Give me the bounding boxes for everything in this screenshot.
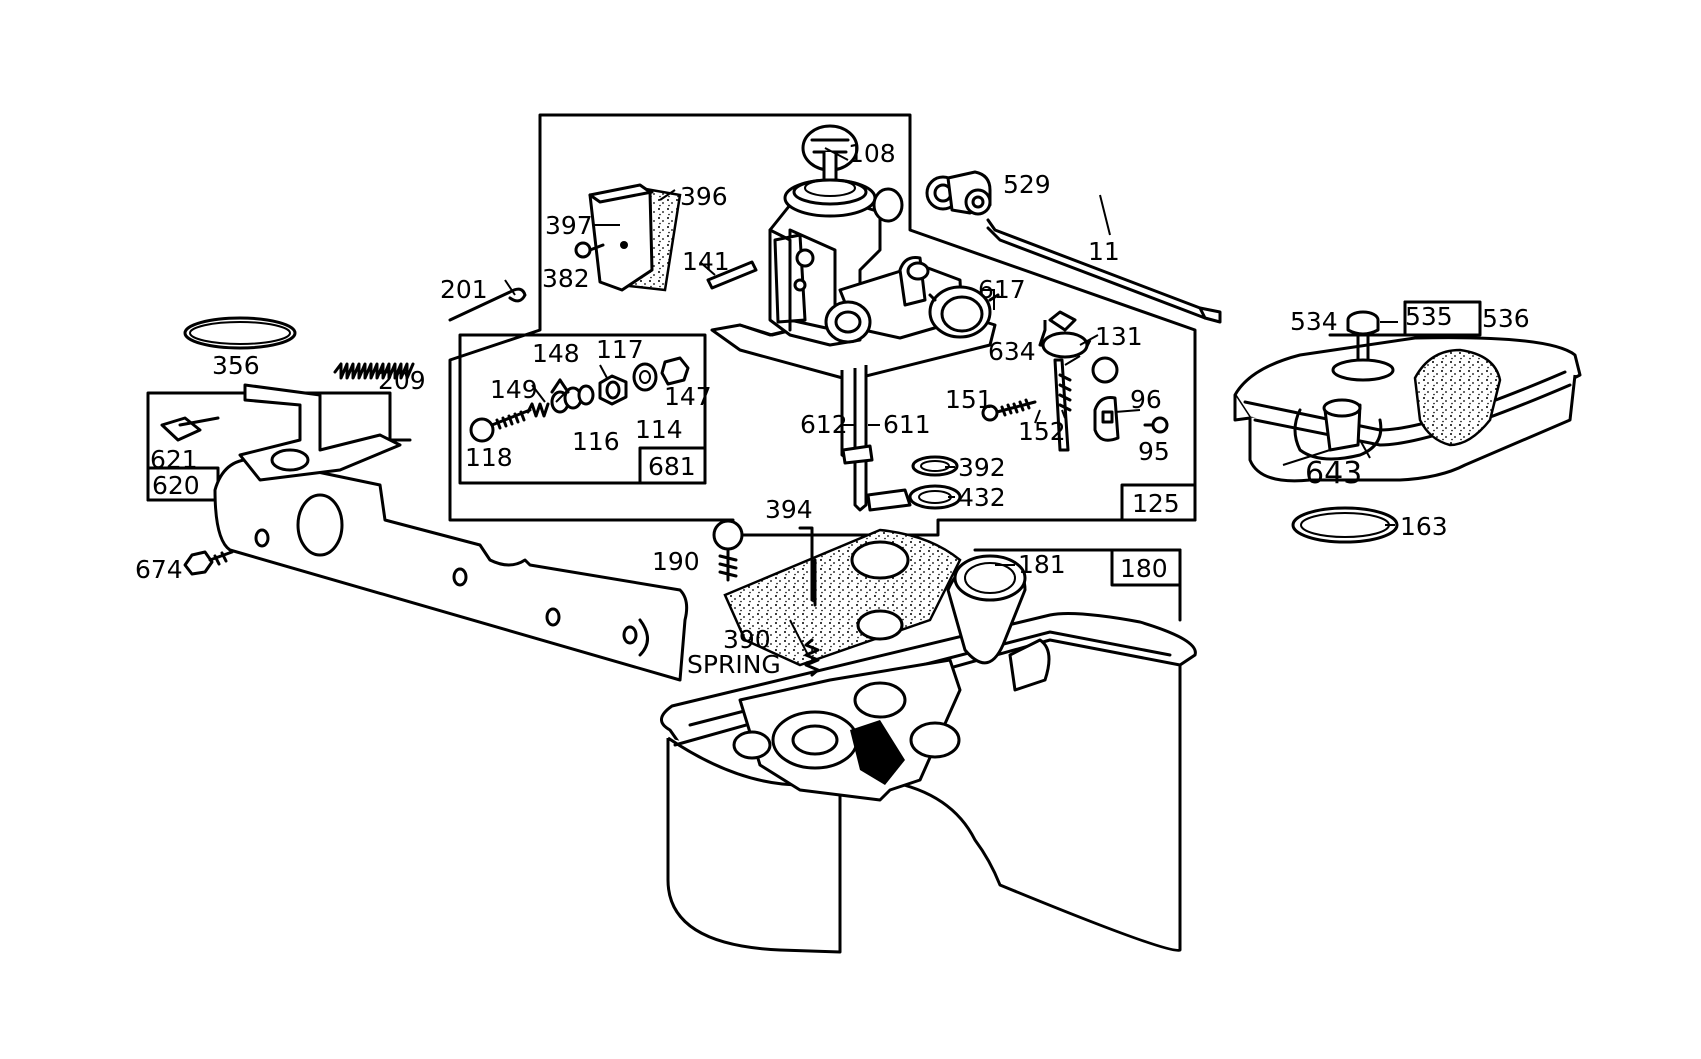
part-141-pin [706,260,758,290]
small-fuel-tank [1233,310,1582,483]
label-611: 611 [883,410,931,439]
label-390: 390 [723,625,771,654]
part-11-tube [986,218,1207,320]
part-432-washer [908,484,962,510]
label-201: 201 [440,275,488,304]
label-382: 382 [542,264,590,293]
part-620-bracket [213,383,689,682]
part-151-152-screw [981,398,1037,422]
label-432: 432 [958,483,1006,512]
label-190: 190 [652,547,700,576]
part-201-link [448,287,527,322]
leader-lines [504,147,1398,656]
group-535-outline [1328,300,1407,337]
label-141: 141 [682,247,730,276]
group-681-outline [458,333,707,485]
part-96-95 [1093,396,1169,442]
label-620: 620 [152,471,200,500]
part-382-screw [574,241,605,259]
label-181: 181 [1018,550,1066,579]
label-11: 11 [1088,237,1120,266]
label-392: 392 [958,453,1006,482]
label-394: 394 [765,495,813,524]
part-163-gasket [1291,506,1399,544]
label-529: 529 [1003,170,1051,199]
part-131-634-needle [1038,310,1119,452]
part-390-spring [804,638,820,677]
label-125: 125 [1132,489,1180,518]
label-634: 634 [988,337,1036,366]
label-108: 108 [848,139,896,168]
label-116: 116 [572,427,620,456]
label-536: 536 [1482,304,1530,333]
part-181-pickup [946,554,1027,665]
group-125-outline [448,113,1197,537]
part-674-bolt [183,550,234,576]
label-spring: SPRING [687,650,781,679]
carburetor-body [710,178,1000,512]
gasket-hole-bottom [856,609,904,641]
label-621: 621 [150,445,198,474]
fuel-tank [660,612,1197,954]
part-392-washer [911,455,959,477]
label-534: 534 [1290,307,1338,336]
label-152: 152 [1018,417,1066,446]
label-118: 118 [465,443,513,472]
label-117: 117 [596,335,644,364]
label-397: 397 [545,211,593,240]
part-209-spring [333,362,415,380]
part-356-ring [183,316,297,350]
gasket-rod [798,526,814,602]
label-96: 96 [1130,385,1162,414]
label-163: 163 [1400,512,1448,541]
label-617: 617 [978,275,1026,304]
label-612: 612 [800,410,848,439]
label-396: 396 [680,182,728,211]
part-529-elbow [925,170,992,216]
label-148: 148 [532,339,580,368]
label-149: 149 [490,375,538,404]
label-209: 209 [378,366,426,395]
label-114: 114 [635,415,683,444]
label-95: 95 [1138,437,1170,466]
group-681-parts [469,356,690,443]
label-147: 147 [664,382,712,411]
part-labels: 108 396 397 382 201 141 529 11 617 131 6… [135,139,1530,679]
box-125 [1120,483,1197,522]
label-356: 356 [212,351,260,380]
box-681 [638,446,707,485]
label-674: 674 [135,555,183,584]
label-643: 643 [1305,456,1362,491]
label-535: 535 [1405,302,1453,331]
label-180: 180 [1120,554,1168,583]
label-131: 131 [1095,322,1143,351]
part-396-397-choke [588,183,682,292]
box-180 [1110,548,1182,587]
group-620-outline [146,391,412,502]
part-108-throttle-shaft [801,124,859,182]
label-681: 681 [648,452,696,481]
part-190-screw [712,519,744,582]
part-621-clip [160,416,220,442]
gasket-hole-top [850,540,910,580]
label-151: 151 [945,385,993,414]
